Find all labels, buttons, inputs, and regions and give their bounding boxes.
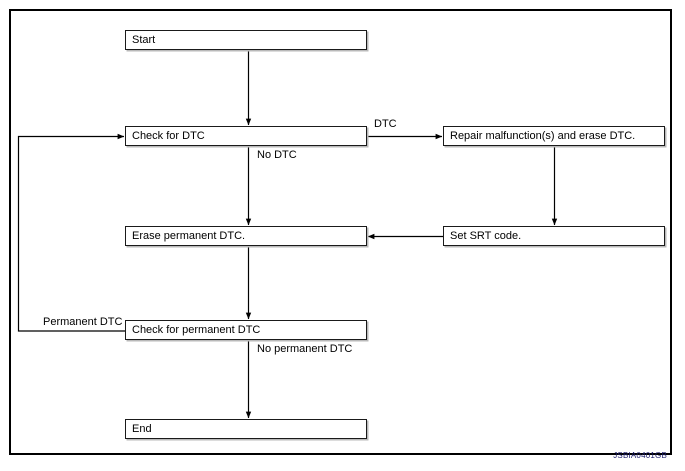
node-check-for-dtc-label: Check for DTC [132,130,205,142]
figure-border [9,9,672,455]
node-set-srt-code-label: Set SRT code. [450,230,522,242]
edge-label-permanent-dtc: Permanent DTC [41,316,125,328]
edge-label-dtc: DTC [372,118,399,130]
node-end-label: End [132,423,152,435]
node-start[interactable]: Start [125,30,367,50]
edge-label-no-dtc: No DTC [255,149,299,161]
node-repair-malfunctions-label: Repair malfunction(s) and erase DTC. [450,130,636,142]
node-end[interactable]: End [125,419,367,439]
figure-code-watermark: JSBIA0401GB [613,451,667,460]
node-check-for-permanent-dtc-label: Check for permanent DTC [132,324,261,336]
node-erase-permanent-dtc[interactable]: Erase permanent DTC. [125,226,367,246]
node-erase-permanent-dtc-label: Erase permanent DTC. [132,230,246,242]
node-check-for-permanent-dtc[interactable]: Check for permanent DTC [125,320,367,340]
node-check-for-dtc[interactable]: Check for DTC [125,126,367,146]
edge-label-no-permanent-dtc: No permanent DTC [255,343,355,355]
node-repair-malfunctions[interactable]: Repair malfunction(s) and erase DTC. [443,126,665,146]
node-set-srt-code[interactable]: Set SRT code. [443,226,665,246]
node-start-label: Start [132,34,156,46]
